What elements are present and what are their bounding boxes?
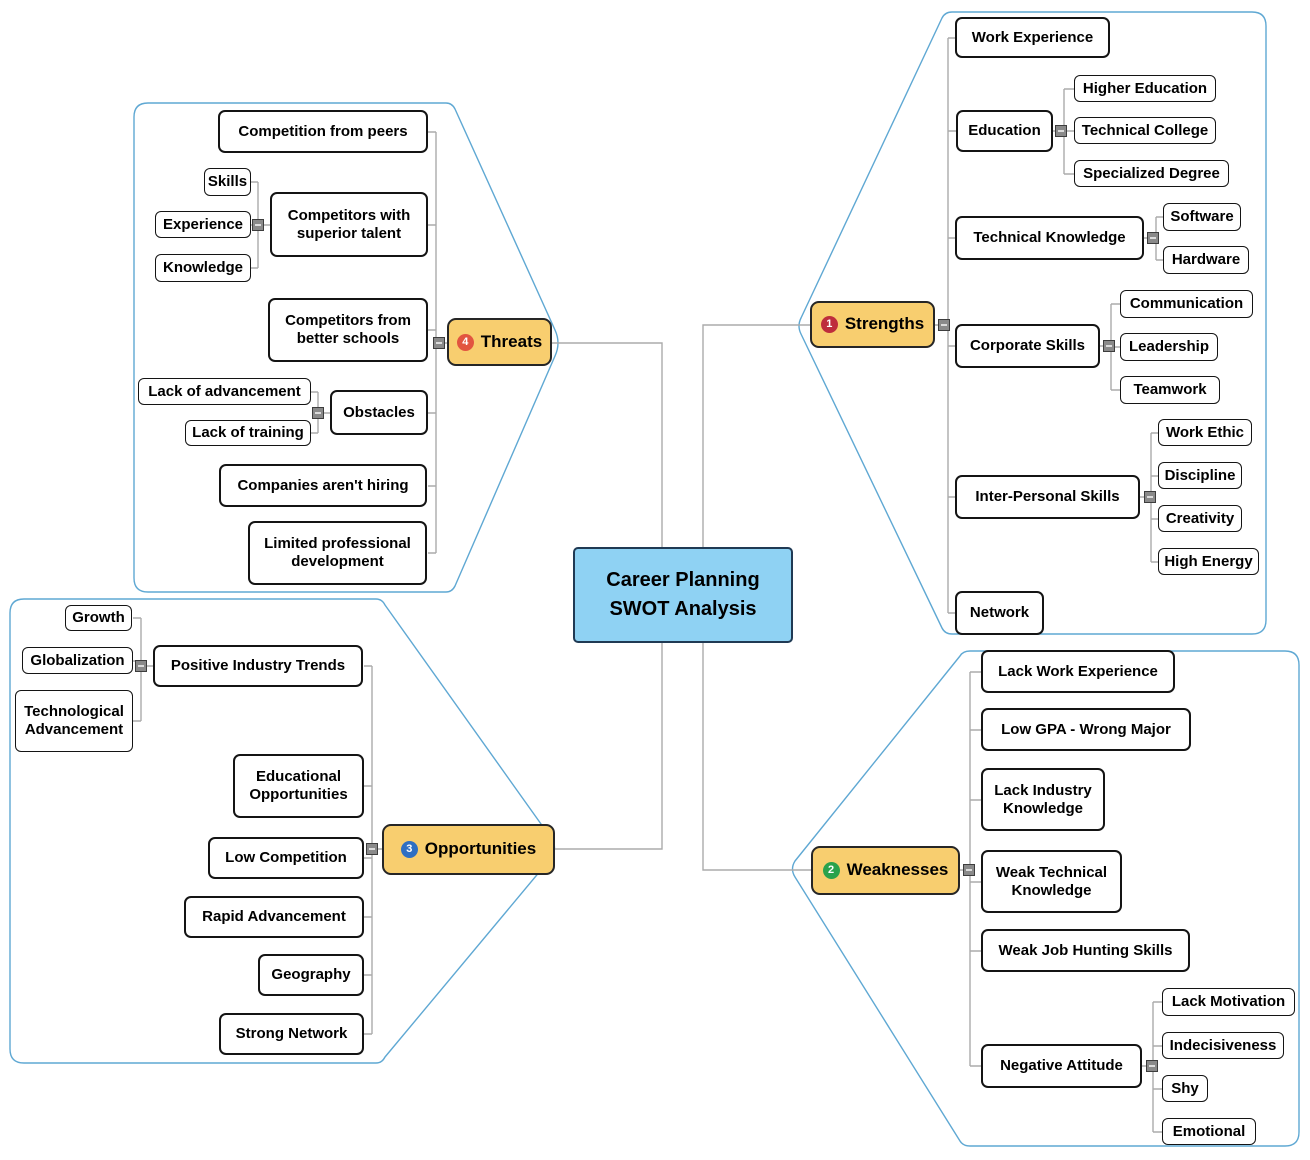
subtopic-lack-industry-knowledge[interactable]: Lack Industry Knowledge [981,768,1105,831]
subtopic-positive-industry-trends[interactable]: Positive Industry Trends [153,645,363,687]
subtopic-network[interactable]: Network [955,591,1044,635]
number-1-badge: 1 [820,316,838,333]
topic-opportunities-label: Opportunities [424,839,537,859]
number-3-badge: 3 [400,841,418,858]
center-topic[interactable]: Career Planning SWOT Analysis [573,547,793,643]
leaf-communication[interactable]: Communication [1120,290,1253,318]
leaf-knowledge[interactable]: Knowledge [155,254,251,282]
leaf-globalization[interactable]: Globalization [22,647,133,674]
topic-threats[interactable]: 4 Threats [447,318,552,366]
collapse-button-negative-attitude[interactable] [1146,1060,1158,1072]
subtopic-low-competition[interactable]: Low Competition [208,837,364,879]
leaf-discipline[interactable]: Discipline [1158,462,1242,489]
leaf-experience[interactable]: Experience [155,211,251,238]
subtopic-companies-arent-hiring[interactable]: Companies aren't hiring [219,464,427,507]
subtopic-weak-technical-knowledge[interactable]: Weak Technical Knowledge [981,850,1122,913]
subtopic-educational-opportunities[interactable]: Educational Opportunities [233,754,364,818]
subtopic-obstacles[interactable]: Obstacles [330,390,428,435]
collapse-button-education[interactable] [1055,125,1067,137]
leaf-creativity[interactable]: Creativity [1158,505,1242,532]
leaf-technological-advancement[interactable]: Technological Advancement [15,690,133,752]
leaf-specialized-degree[interactable]: Specialized Degree [1074,160,1229,187]
collapse-button-threats[interactable] [433,337,445,349]
leaf-work-ethic[interactable]: Work Ethic [1158,419,1252,446]
collapse-button-weaknesses[interactable] [963,864,975,876]
subtopic-negative-attitude[interactable]: Negative Attitude [981,1044,1142,1088]
topic-strengths[interactable]: 1 Strengths [810,301,935,348]
topic-threats-label: Threats [480,331,543,351]
subtopic-limited-professional-development[interactable]: Limited professional development [248,521,427,585]
leaf-indecisiveness[interactable]: Indecisiveness [1162,1032,1284,1059]
collapse-button-opportunities[interactable] [366,843,378,855]
subtopic-low-gpa-wrong-major[interactable]: Low GPA - Wrong Major [981,708,1191,751]
collapse-button-inter-personal-skills[interactable] [1144,491,1156,503]
topic-strengths-label: Strengths [844,314,925,334]
topic-opportunities[interactable]: 3 Opportunities [382,824,555,875]
subtopic-technical-knowledge[interactable]: Technical Knowledge [955,216,1144,260]
number-4-badge: 4 [456,333,474,351]
collapse-button-technical-knowledge[interactable] [1147,232,1159,244]
subtopic-weak-job-hunting-skills[interactable]: Weak Job Hunting Skills [981,929,1190,972]
number-2-badge: 2 [822,862,840,879]
leaf-higher-education[interactable]: Higher Education [1074,75,1216,102]
subtopic-competition-from-peers[interactable]: Competition from peers [218,110,428,153]
subtopic-rapid-advancement[interactable]: Rapid Advancement [184,896,364,938]
leaf-skills[interactable]: Skills [204,168,251,196]
leaf-hardware[interactable]: Hardware [1163,246,1249,274]
collapse-button-corporate-skills[interactable] [1103,340,1115,352]
subtopic-corporate-skills[interactable]: Corporate Skills [955,324,1100,368]
leaf-high-energy[interactable]: High Energy [1158,548,1259,575]
collapse-button-competitors-superior-talent[interactable] [252,219,264,231]
subtopic-competitors-better-schools[interactable]: Competitors from better schools [268,298,428,362]
leaf-emotional[interactable]: Emotional [1162,1118,1256,1145]
collapse-button-obstacles[interactable] [312,407,324,419]
subtopic-work-experience[interactable]: Work Experience [955,17,1110,58]
topic-weaknesses[interactable]: 2 Weaknesses [811,846,960,895]
leaf-lack-of-training[interactable]: Lack of training [185,420,311,446]
leaf-growth[interactable]: Growth [65,605,132,631]
collapse-button-positive-industry-trends[interactable] [135,660,147,672]
topic-weaknesses-label: Weaknesses [846,860,949,880]
subtopic-competitors-superior-talent[interactable]: Competitors with superior talent [270,192,428,257]
leaf-shy[interactable]: Shy [1162,1075,1208,1102]
subtopic-geography[interactable]: Geography [258,954,364,996]
subtopic-lack-work-experience[interactable]: Lack Work Experience [981,650,1175,693]
leaf-leadership[interactable]: Leadership [1120,333,1218,361]
leaf-software[interactable]: Software [1163,203,1241,231]
leaf-teamwork[interactable]: Teamwork [1120,376,1220,404]
subtopic-education[interactable]: Education [956,110,1053,152]
subtopic-strong-network[interactable]: Strong Network [219,1013,364,1055]
collapse-button-strengths[interactable] [938,319,950,331]
leaf-lack-motivation[interactable]: Lack Motivation [1162,988,1295,1016]
leaf-technical-college[interactable]: Technical College [1074,117,1216,144]
leaf-lack-of-advancement[interactable]: Lack of advancement [138,378,311,405]
subtopic-inter-personal-skills[interactable]: Inter-Personal Skills [955,475,1140,519]
